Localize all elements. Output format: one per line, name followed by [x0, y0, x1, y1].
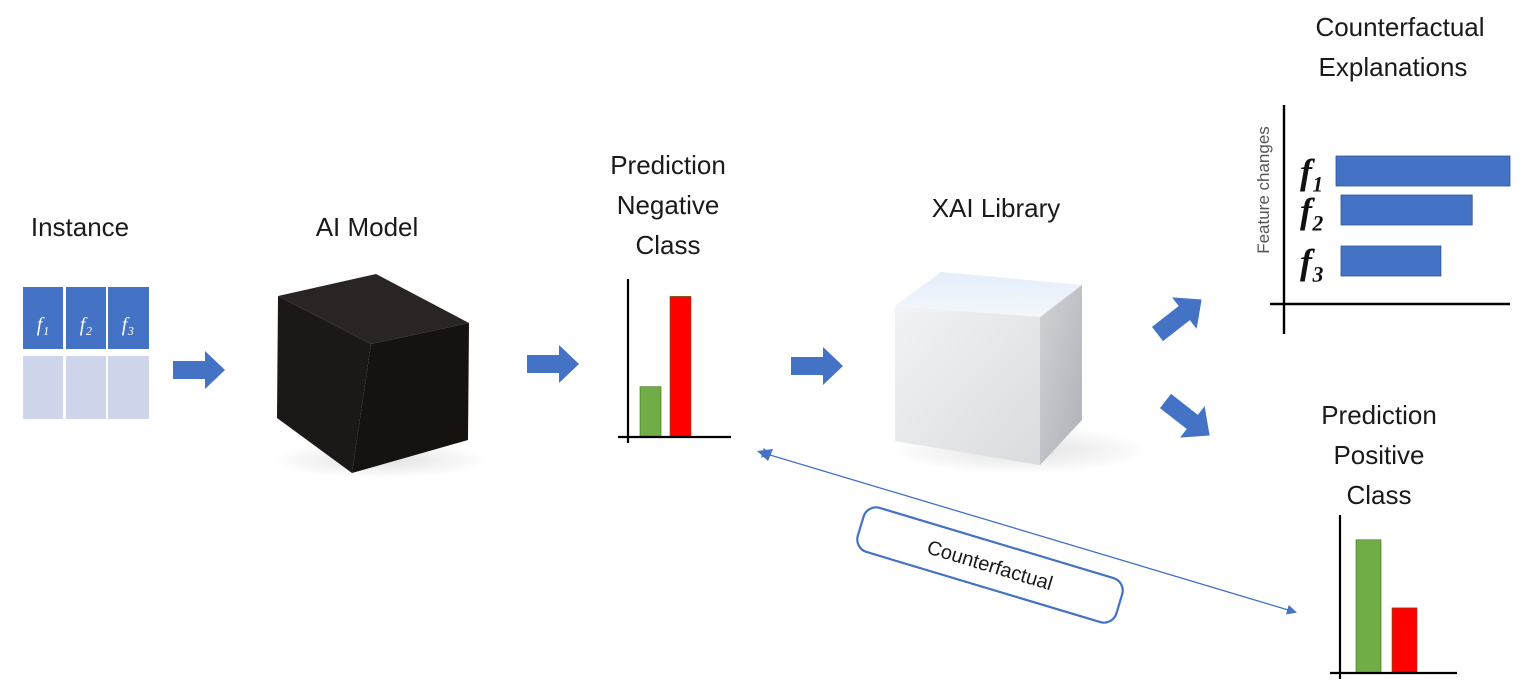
- arrow-model-to-prediction-icon: [527, 345, 579, 383]
- negative-chart-bar-2: [669, 296, 692, 438]
- arrow-xai-to-positive-icon: [1159, 393, 1210, 438]
- arrow-instance-to-model-icon: [173, 351, 225, 389]
- xai-library-cube-icon: [890, 272, 1150, 474]
- explanations-bar-3: [1340, 245, 1442, 277]
- model-label: AI Model: [316, 212, 419, 242]
- instance-body-cell-2: [66, 356, 106, 419]
- instance-body-cell-3: [108, 356, 149, 419]
- arrow-prediction-to-xai-icon: [791, 347, 843, 385]
- instance-body-cell-1: [23, 356, 63, 419]
- positive-chart-bar-2: [1391, 607, 1418, 674]
- prediction-negative-line1: Prediction: [610, 150, 726, 180]
- instance-label: Instance: [31, 212, 129, 242]
- explanations-title-line1: Counterfactual: [1315, 12, 1484, 42]
- instance-table: f₁ f₂ f₃: [23, 287, 149, 419]
- instance-feature-cell-1: [23, 287, 63, 349]
- explanations-axis-label: Feature changes: [1254, 126, 1273, 254]
- instance-feature-label-3: f₃: [122, 314, 135, 336]
- prediction-positive-line3: Class: [1346, 480, 1411, 510]
- xai-label: XAI Library: [932, 193, 1061, 223]
- explanations-feature-label-1: f₁: [1300, 152, 1325, 192]
- instance-feature-cell-3: [108, 287, 149, 349]
- instance-feature-cell-2: [66, 287, 106, 349]
- positive-chart-bar-1: [1355, 539, 1382, 674]
- prediction-negative-chart: [618, 279, 731, 443]
- instance-feature-label-1: f₁: [37, 314, 50, 336]
- explanations-bar-2: [1340, 194, 1473, 226]
- black-box-cube-icon: [270, 274, 490, 478]
- counterfactual-connector-line: [760, 447, 1297, 615]
- explanations-feature-label-3: f₃: [1300, 242, 1325, 282]
- arrowhead-start-icon: [757, 449, 773, 461]
- prediction-negative-class-word: Negative: [617, 190, 720, 220]
- negative-chart-bar-1: [639, 386, 662, 438]
- explanations-bar-1: [1335, 155, 1511, 187]
- counterfactual-badge: [856, 506, 1124, 624]
- explanations-title-line2: Explanations: [1319, 52, 1468, 82]
- prediction-positive-class-word: Positive: [1333, 440, 1424, 470]
- prediction-positive-line1: Prediction: [1321, 400, 1437, 430]
- instance-feature-label-2: f₂: [80, 314, 93, 336]
- prediction-negative-line3: Class: [635, 230, 700, 260]
- prediction-positive-chart: [1330, 515, 1457, 679]
- explanations-feature-label-2: f₂: [1300, 191, 1325, 231]
- arrow-xai-to-explanations-icon: [1151, 297, 1202, 342]
